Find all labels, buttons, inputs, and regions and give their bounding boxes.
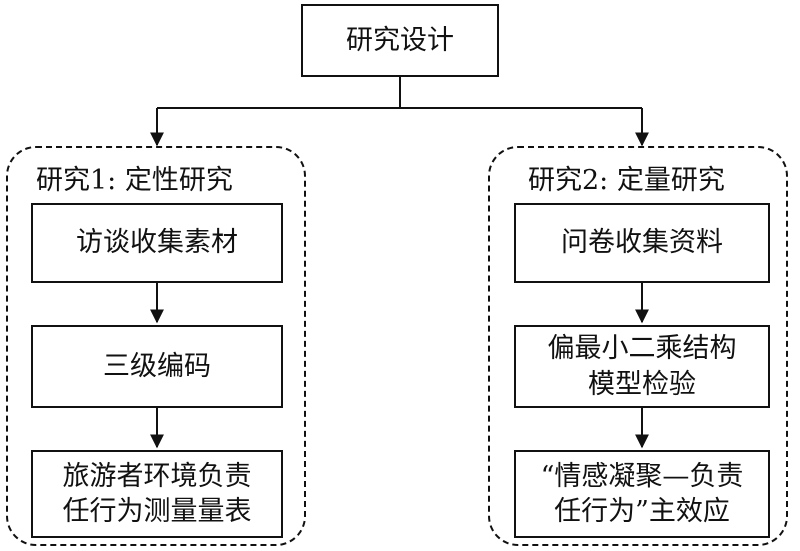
- study2-step-pls-sem: 偏最小二乘结构 模型检验: [514, 325, 770, 408]
- study2-step-label: 问卷收集资料: [561, 227, 723, 259]
- study1-title: 研究1: 定性研究: [36, 158, 233, 197]
- study1-step-label: 三级编码: [103, 350, 211, 382]
- study1-group: [6, 146, 306, 546]
- study1-step-label: 访谈收集素材: [76, 227, 238, 259]
- root-box: 研究设计: [301, 4, 499, 77]
- study2-title: 研究2: 定量研究: [528, 158, 725, 197]
- root-label: 研究设计: [346, 24, 454, 56]
- study1-step-interview: 访谈收集素材: [31, 203, 283, 283]
- study1-step-coding: 三级编码: [31, 325, 283, 408]
- study2-step-label-line2: 任行为”主效应: [554, 496, 730, 527]
- study2-step-label-line1: 偏最小二乘结构: [547, 333, 737, 365]
- study2-group: [488, 146, 788, 546]
- study2-step-label-line1: “情感凝聚—负责: [540, 460, 744, 492]
- study2-step-label-line2: 模型检验: [588, 368, 696, 400]
- study1-step-label-line2: 任行为测量量表: [62, 496, 252, 527]
- study1-step-label-line1: 旅游者环境负责: [62, 460, 252, 492]
- study2-step-main-effect: “情感凝聚—负责 任行为”主效应: [514, 450, 770, 538]
- study2-step-questionnaire: 问卷收集资料: [514, 203, 770, 283]
- study1-step-scale: 旅游者环境负责 任行为测量量表: [31, 450, 283, 538]
